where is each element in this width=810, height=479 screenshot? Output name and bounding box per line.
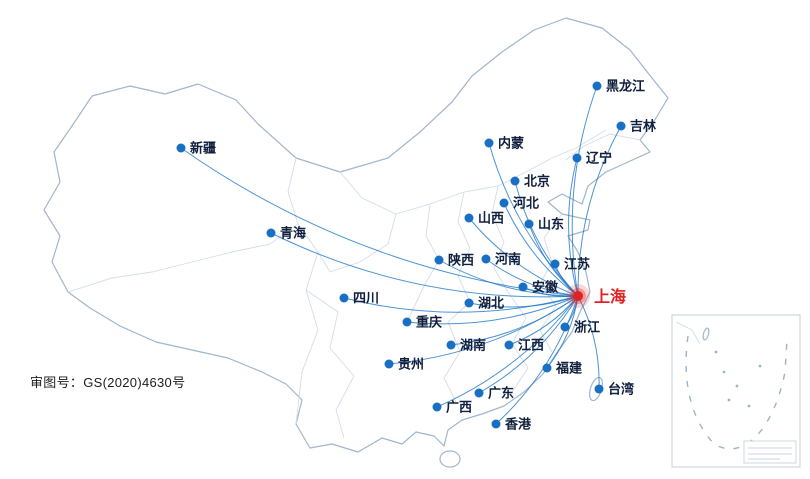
flight-line	[503, 202, 579, 297]
province-label: 山西	[478, 211, 504, 226]
province-label: 黑龙江	[606, 79, 645, 94]
flight-line	[568, 157, 579, 297]
flight-line	[468, 295, 579, 308]
province-label: 浙江	[574, 320, 600, 335]
flight-lines-layer	[180, 85, 622, 425]
province-dot[interactable]	[510, 176, 520, 186]
province-label: 安徽	[532, 280, 559, 295]
flight-line	[270, 232, 579, 298]
province-label: 台湾	[608, 382, 634, 397]
province-dot[interactable]	[402, 317, 412, 327]
flight-line	[508, 295, 579, 346]
province-label: 河南	[495, 252, 521, 267]
province-dot[interactable]	[434, 255, 444, 265]
province-dot[interactable]	[491, 419, 501, 429]
province-dot[interactable]	[499, 198, 509, 208]
center-dot[interactable]	[573, 291, 583, 301]
province-label: 内蒙	[498, 136, 524, 151]
province-label: 福建	[555, 361, 582, 376]
province-dot[interactable]	[616, 121, 626, 131]
province-label: 辽宁	[586, 151, 612, 166]
flight-line	[438, 259, 579, 297]
flight-line	[577, 125, 622, 297]
province-label: 江西	[518, 338, 544, 353]
flight-line	[514, 180, 579, 297]
province-label: 江苏	[564, 257, 590, 272]
center-label: 上海	[594, 287, 626, 306]
province-dot[interactable]	[524, 219, 534, 229]
south-china-sea-inset	[671, 314, 801, 468]
province-label: 重庆	[416, 315, 442, 330]
province-label: 湖北	[478, 296, 504, 311]
province-label: 吉林	[630, 119, 656, 134]
province-dot[interactable]	[432, 402, 442, 412]
province-dot[interactable]	[504, 340, 514, 350]
province-dot[interactable]	[474, 388, 484, 398]
province-dot[interactable]	[176, 143, 186, 153]
province-borders	[67, 129, 641, 439]
province-label: 青海	[280, 226, 306, 241]
province-dot[interactable]	[550, 259, 560, 269]
province-label: 陕西	[448, 253, 474, 268]
province-label: 四川	[353, 291, 379, 306]
flight-line	[478, 295, 579, 394]
province-label: 北京	[524, 174, 550, 189]
hainan-island	[439, 450, 461, 468]
province-dot[interactable]	[592, 81, 602, 91]
province-dot[interactable]	[464, 298, 474, 308]
province-label: 河北	[513, 196, 539, 211]
flight-line	[388, 295, 579, 365]
flight-line	[436, 295, 579, 408]
nine-dash-line	[685, 335, 788, 450]
province-dot[interactable]	[339, 293, 349, 303]
flight-line	[343, 295, 579, 313]
province-label: 香港	[504, 417, 532, 432]
province-label: 广东	[488, 386, 514, 401]
province-dot[interactable]	[518, 282, 528, 292]
province-label: 湖南	[460, 338, 486, 353]
flight-line	[468, 217, 579, 297]
flight-line	[571, 85, 598, 297]
flight-line	[406, 295, 579, 325]
inset-scale-legend	[743, 440, 797, 464]
province-label: 新疆	[190, 141, 216, 156]
province-dot[interactable]	[560, 322, 570, 332]
province-dot[interactable]	[446, 340, 456, 350]
province-dot[interactable]	[542, 363, 552, 373]
province-label: 山东	[538, 217, 564, 232]
province-dot[interactable]	[266, 228, 276, 238]
inset-taiwan-island	[702, 327, 710, 341]
province-dot[interactable]	[594, 384, 604, 394]
flight-line	[485, 258, 579, 297]
province-dot[interactable]	[464, 213, 474, 223]
province-dot[interactable]	[384, 359, 394, 369]
province-dot[interactable]	[481, 254, 491, 264]
province-dot[interactable]	[572, 153, 582, 163]
map-license-text: 审图号：GS(2020)4630号	[30, 375, 186, 390]
flight-line	[577, 295, 600, 390]
province-label: 贵州	[398, 357, 424, 372]
province-label: 广西	[446, 400, 472, 415]
flight-line	[546, 295, 579, 369]
province-dot[interactable]	[484, 138, 494, 148]
